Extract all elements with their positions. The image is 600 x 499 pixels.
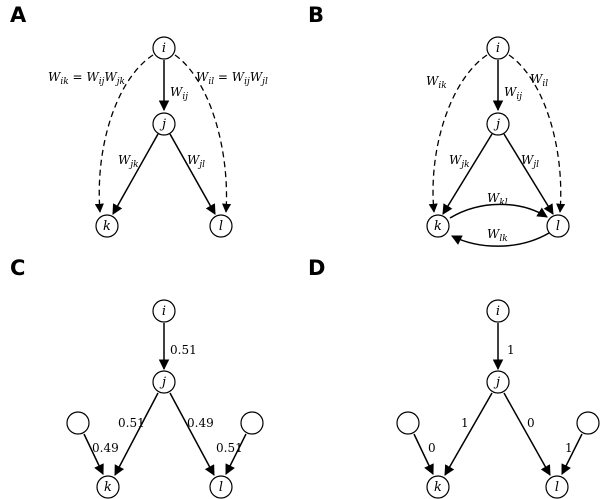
node-i bbox=[152, 36, 176, 60]
panel-letter-d: D bbox=[308, 256, 325, 280]
weight-y-l: 1 bbox=[565, 441, 573, 455]
node-k-label: k bbox=[103, 219, 111, 234]
node-l bbox=[546, 214, 570, 238]
edge-l-k bbox=[451, 232, 550, 247]
node-k bbox=[426, 475, 450, 499]
formula-w-ik: Wik = WijWjk bbox=[48, 70, 125, 87]
edge-j-k bbox=[442, 133, 493, 215]
edge-j-l bbox=[503, 392, 551, 476]
label-w-ij: Wij bbox=[504, 85, 522, 102]
node-j-label: j bbox=[159, 375, 166, 390]
weight-i-j: 0.51 bbox=[170, 343, 197, 357]
node-l bbox=[545, 475, 569, 499]
panel-letter-a: A bbox=[10, 3, 27, 27]
node-i-label: i bbox=[162, 304, 166, 319]
node-unlabeled-left bbox=[396, 411, 420, 435]
label-w-il: Wil bbox=[530, 72, 548, 89]
panel-c: C i j k l 0.51 0.51 0.49 0.49 0.51 bbox=[10, 256, 264, 499]
node-l bbox=[209, 214, 233, 238]
node-k bbox=[426, 214, 450, 238]
weight-i-j: 1 bbox=[507, 343, 515, 357]
label-w-jk: Wjk bbox=[118, 153, 139, 170]
node-j-label: j bbox=[159, 117, 166, 132]
panel-b: B i j k l Wik Wil Wij Wjk Wjl Wkl Wlk bbox=[308, 3, 570, 247]
weight-x-k: 0.49 bbox=[92, 441, 119, 455]
node-k-label: k bbox=[104, 480, 112, 495]
node-j-label: j bbox=[493, 117, 500, 132]
node-k-label: k bbox=[434, 480, 442, 495]
edge-j-l bbox=[503, 133, 554, 215]
label-w-ij: Wij bbox=[170, 85, 188, 102]
node-j bbox=[152, 370, 176, 394]
node-l-label: l bbox=[555, 480, 559, 495]
node-l-label: l bbox=[219, 219, 223, 234]
edge-x-k bbox=[413, 433, 434, 475]
node-i bbox=[152, 299, 176, 323]
label-w-jl: Wjl bbox=[521, 153, 539, 170]
formula-w-il: Wil = WijWjl bbox=[196, 70, 268, 87]
panel-letter-b: B bbox=[308, 3, 324, 27]
label-w-jk: Wjk bbox=[449, 153, 470, 170]
weight-j-l: 0.49 bbox=[187, 416, 214, 430]
edge-j-k bbox=[112, 133, 159, 215]
node-l-label: l bbox=[556, 219, 560, 234]
edge-j-k bbox=[444, 392, 493, 476]
edge-y-l bbox=[561, 433, 583, 475]
node-unlabeled-left bbox=[66, 411, 90, 435]
panel-d: D i j k l 1 1 0 0 1 bbox=[308, 256, 600, 499]
edge-i-k-dashed bbox=[428, 54, 488, 213]
weight-j-k: 1 bbox=[461, 416, 469, 430]
edge-j-l bbox=[169, 392, 215, 476]
panel-letter-c: C bbox=[10, 256, 25, 280]
node-i-label: i bbox=[162, 41, 166, 56]
weight-j-k: 0.51 bbox=[118, 416, 145, 430]
edge-j-k bbox=[114, 392, 159, 476]
edge-j-l bbox=[169, 133, 216, 215]
node-l-label: l bbox=[219, 480, 223, 495]
label-w-ik: Wik bbox=[426, 74, 447, 91]
edge-x-k bbox=[83, 433, 104, 475]
node-j bbox=[152, 112, 176, 136]
node-j bbox=[486, 370, 510, 394]
weight-j-l: 0 bbox=[527, 416, 535, 430]
weight-y-l: 0.51 bbox=[216, 441, 243, 455]
node-k-label: k bbox=[434, 219, 442, 234]
node-i-label: i bbox=[496, 304, 500, 319]
node-i bbox=[486, 36, 510, 60]
node-unlabeled-right bbox=[240, 411, 264, 435]
node-j-label: j bbox=[493, 375, 500, 390]
label-w-kl: Wkl bbox=[487, 191, 508, 208]
edge-y-l bbox=[225, 433, 247, 475]
node-k bbox=[95, 214, 119, 238]
label-w-jl: Wjl bbox=[187, 153, 205, 170]
node-j bbox=[486, 112, 510, 136]
label-w-lk: Wlk bbox=[487, 227, 508, 244]
panel-a: A i j k l Wij Wjk Wjl Wik = WijWjk Wil =… bbox=[10, 3, 268, 238]
node-l bbox=[209, 475, 233, 499]
weight-x-k: 0 bbox=[428, 441, 436, 455]
node-i-label: i bbox=[496, 41, 500, 56]
edge-k-l bbox=[449, 203, 548, 219]
node-k bbox=[96, 475, 120, 499]
node-i bbox=[486, 299, 510, 323]
node-unlabeled-right bbox=[576, 411, 600, 435]
